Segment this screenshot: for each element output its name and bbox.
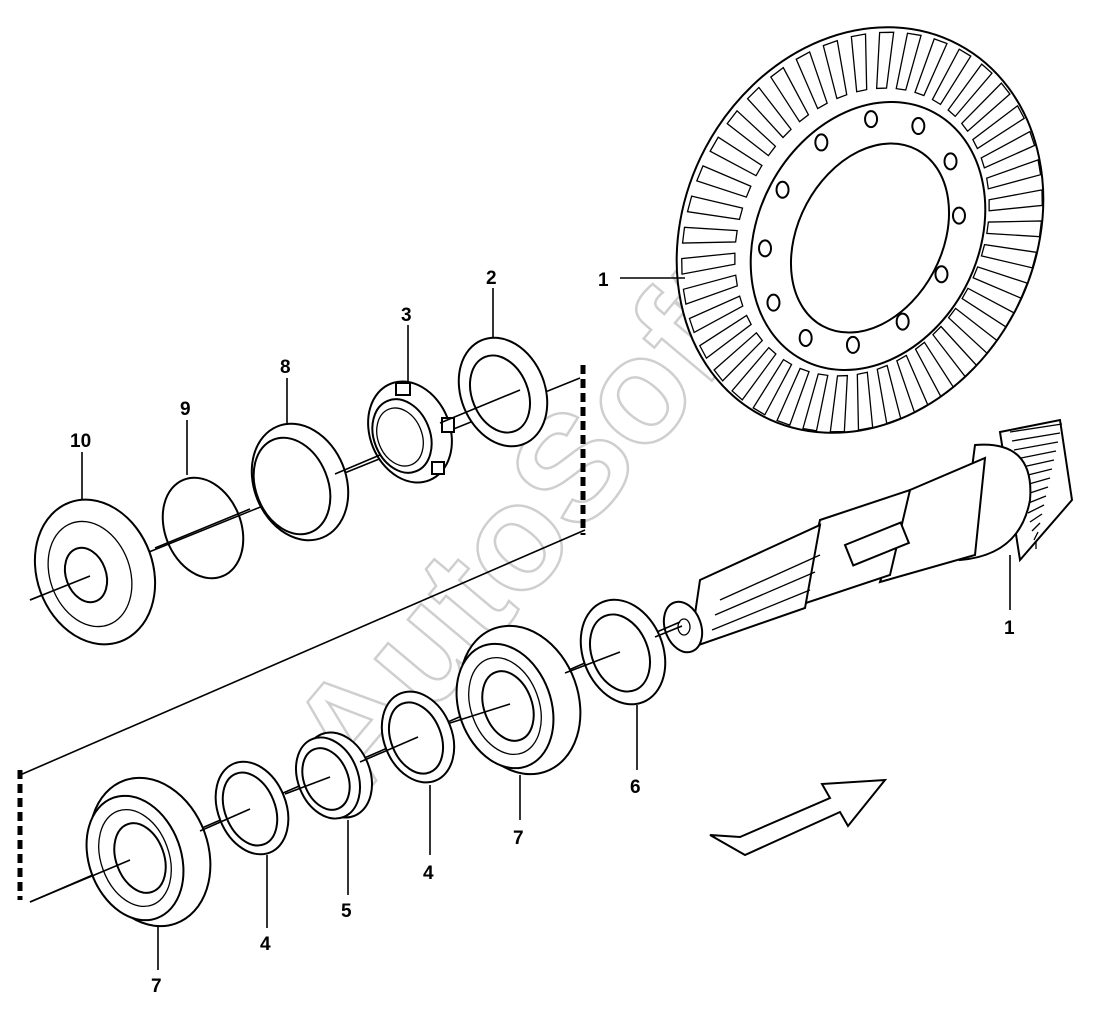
- callout-1-ring-gear: 1: [598, 270, 609, 291]
- callout-7-left: 7: [151, 976, 162, 997]
- gear-tooth: [688, 295, 744, 334]
- gear-tooth: [980, 243, 1038, 269]
- bolt-hole: [943, 152, 958, 171]
- callout-5: 5: [341, 901, 352, 922]
- part-3-nut: [367, 380, 455, 484]
- gear-tooth: [895, 32, 922, 91]
- pinion-tooth: [1029, 513, 1043, 523]
- part-4-ring-left: [214, 760, 290, 856]
- pinion-tooth: [1031, 522, 1041, 532]
- gear-tooth: [876, 364, 902, 425]
- bolt-hole: [775, 180, 790, 199]
- pinion-tooth: [1027, 504, 1045, 514]
- gear-tooth: [947, 307, 998, 355]
- pinion-tooth: [1033, 531, 1039, 541]
- callout-1-pinion: 1: [1004, 618, 1015, 639]
- gear-tooth: [986, 220, 1043, 238]
- gear-tooth: [850, 33, 868, 93]
- connector-axis: [19, 529, 586, 776]
- gear-tooth: [914, 341, 955, 398]
- callout-7-right: 7: [513, 828, 524, 849]
- callout-3: 3: [401, 305, 412, 326]
- callout-4-right: 4: [423, 863, 434, 884]
- ring-gear-teeth: [681, 31, 1043, 433]
- direction-arrow: [709, 778, 888, 857]
- bolt-hole: [895, 312, 910, 331]
- gear-tooth: [686, 195, 744, 221]
- gear-tooth: [776, 367, 810, 426]
- part-6-shim: [579, 598, 667, 706]
- part-2-washer: [457, 336, 549, 448]
- pinion-shaft: [662, 418, 1074, 654]
- part-8-seal: [250, 422, 350, 542]
- gear-tooth: [932, 325, 978, 378]
- gear-tooth: [752, 358, 793, 416]
- gear-tooth: [914, 38, 948, 97]
- gear-tooth: [972, 104, 1026, 150]
- bolt-hole: [845, 335, 860, 354]
- bolt-hole: [934, 265, 949, 284]
- gear-tooth: [695, 164, 752, 198]
- callout-10: 10: [70, 431, 91, 452]
- gear-tooth: [988, 189, 1043, 212]
- gear-tooth: [856, 371, 874, 431]
- callout-2: 2: [486, 268, 497, 289]
- bolt-hole: [864, 110, 879, 129]
- pinion-tooth: [1015, 450, 1057, 460]
- gear-tooth: [972, 266, 1029, 300]
- gear-tooth: [682, 274, 739, 306]
- gear-tooth: [713, 331, 764, 382]
- bolt-hole: [766, 293, 781, 312]
- gear-tooth: [875, 31, 895, 90]
- pinion-tooth: [1011, 432, 1061, 442]
- callout-6: 6: [630, 777, 641, 798]
- gear-tooth: [726, 109, 777, 157]
- gear-tooth: [769, 66, 810, 123]
- callout-9: 9: [180, 399, 191, 420]
- bolt-hole: [911, 117, 926, 136]
- gear-tooth: [681, 252, 736, 275]
- gear-tooth: [795, 50, 828, 110]
- gear-tooth: [802, 373, 829, 432]
- bolt-hole: [798, 328, 813, 347]
- bolt-hole: [758, 239, 773, 258]
- gear-tooth: [709, 136, 763, 177]
- leader-lines: [81, 277, 1011, 970]
- gear-tooth: [960, 82, 1011, 133]
- part-7-bearing-left: [85, 776, 212, 928]
- bolt-hole: [814, 133, 829, 152]
- gear-tooth: [731, 346, 777, 401]
- gear-tooth: [947, 63, 993, 118]
- gear-tooth: [681, 226, 738, 244]
- callout-8: 8: [280, 357, 291, 378]
- gear-tooth: [896, 354, 929, 414]
- bolt-hole: [951, 206, 966, 225]
- gear-tooth: [698, 314, 752, 360]
- gear-tooth: [829, 374, 849, 433]
- gear-tooth: [746, 86, 792, 139]
- callout-4-left: 4: [260, 934, 271, 955]
- gear-tooth: [822, 39, 848, 100]
- gear-tooth: [931, 48, 972, 106]
- gear-tooth: [961, 287, 1015, 328]
- pinion-tooth: [1009, 423, 1063, 433]
- ring-gear-bolt-holes: [758, 110, 966, 354]
- gear-tooth: [985, 158, 1042, 190]
- part-10-pulley: [33, 498, 157, 646]
- gear-tooth: [980, 130, 1036, 169]
- pinion-tooth: [1013, 441, 1059, 451]
- ring-gear: [675, 26, 1045, 434]
